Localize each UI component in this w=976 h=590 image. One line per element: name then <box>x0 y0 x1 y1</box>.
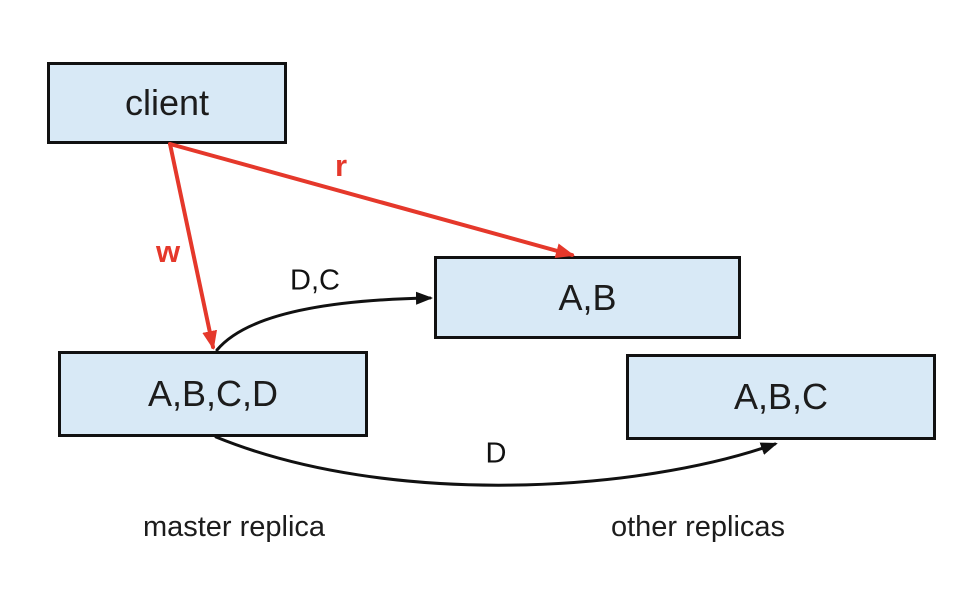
propagate-d-label: D <box>485 437 507 470</box>
master-replica-caption: master replica <box>142 511 326 543</box>
node-replica-abc-label: A,B,C <box>733 376 829 417</box>
node-replica-abc: A,B,C <box>626 354 936 440</box>
propagate-dc-label: D,C <box>290 264 340 297</box>
node-master-replica: A,B,C,D <box>58 351 368 437</box>
other-replicas-caption: other replicas <box>610 511 786 543</box>
propagate-d-arrow <box>214 435 778 487</box>
read-arrow-label: r <box>334 148 348 183</box>
node-client: client <box>47 62 287 144</box>
read-arrow <box>168 142 575 258</box>
write-arrow-label: w <box>155 234 181 269</box>
node-replica-ab: A,B <box>434 256 741 339</box>
write-arrow <box>168 142 218 350</box>
node-master-replica-label: A,B,C,D <box>147 373 279 414</box>
node-client-label: client <box>124 82 210 123</box>
node-replica-ab-label: A,B <box>558 276 617 318</box>
propagate-dc-arrow <box>215 291 433 352</box>
